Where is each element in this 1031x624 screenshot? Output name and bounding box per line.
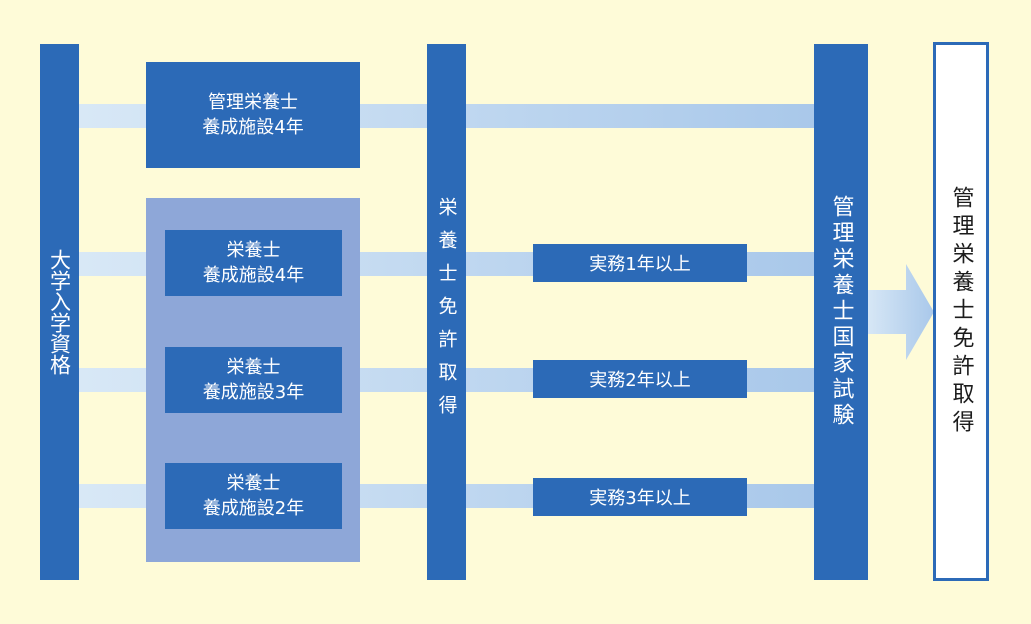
- dietitian-school-box-4yr: 栄養士 養成施設4年: [165, 230, 342, 296]
- school-duration-label: 養成施設3年: [202, 382, 305, 403]
- registered-dietitian-license-label: 管理栄養士免許取得: [948, 185, 974, 438]
- dietitian-license-column: 栄養士免許取得: [427, 44, 466, 580]
- entrance-qualification-column: 大学入学資格: [40, 44, 79, 580]
- dietitian-license-label: 栄養士免許取得: [435, 196, 458, 428]
- school-duration-label: 養成施設4年: [202, 117, 304, 138]
- experience-box-3: 実務3年以上: [533, 478, 747, 516]
- experience-label: 実務2年以上: [589, 370, 691, 391]
- dietitian-school-box-3yr: 栄養士 養成施設3年: [165, 347, 342, 413]
- experience-box-2: 実務2年以上: [533, 360, 747, 398]
- school-duration-label: 養成施設4年: [202, 265, 305, 286]
- experience-label: 実務3年以上: [589, 488, 691, 509]
- school-type-label: 栄養士: [226, 473, 281, 494]
- national-exam-label: 管理栄養士国家試験: [828, 195, 854, 429]
- registered-dietitian-license-box: 管理栄養士免許取得: [933, 42, 989, 581]
- experience-box-1: 実務1年以上: [533, 244, 747, 282]
- school-type-label: 栄養士: [226, 357, 281, 378]
- school-type-label: 管理栄養士: [208, 92, 298, 113]
- school-type-label: 栄養士: [226, 240, 281, 261]
- arrow-right-icon: [866, 264, 934, 360]
- experience-label: 実務1年以上: [589, 254, 691, 275]
- school-duration-label: 養成施設2年: [202, 498, 305, 519]
- dietitian-school-box-2yr: 栄養士 養成施設2年: [165, 463, 342, 529]
- national-exam-column: 管理栄養士国家試験: [814, 44, 868, 580]
- registered-dietitian-school-box: 管理栄養士 養成施設4年: [146, 62, 360, 168]
- entrance-qualification-label: 大学入学資格: [47, 249, 72, 375]
